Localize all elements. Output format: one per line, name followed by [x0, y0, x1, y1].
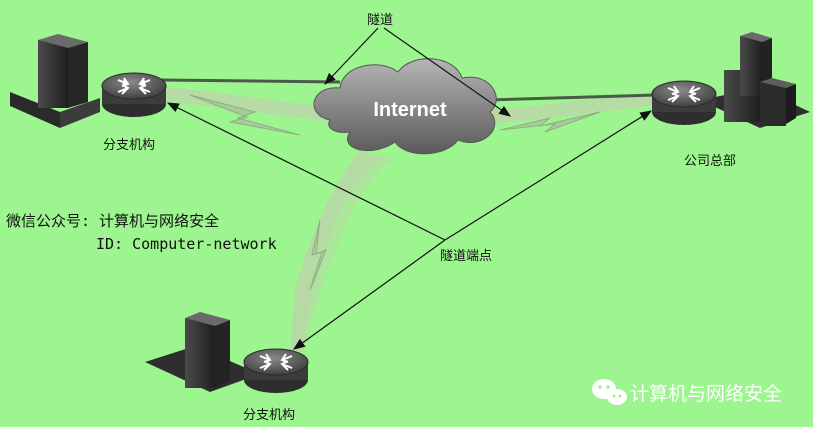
- annotation-arrows: [166, 27, 653, 350]
- lightning-bolts: [189, 94, 601, 291]
- branch-bottom-label: 分支机构: [243, 408, 296, 423]
- router-branch-bottom-icon: [243, 348, 309, 393]
- router-hq-icon: [651, 80, 717, 125]
- branch-top-label: 分支机构: [103, 138, 156, 153]
- branch-bottom-building-icon: [145, 312, 260, 392]
- internet-label: Internet: [373, 99, 447, 121]
- tunnel-label: 隧道: [367, 13, 394, 28]
- tunnel-bands: [160, 86, 660, 352]
- hq-building-icon: [700, 32, 810, 128]
- branch-top-building-icon: [10, 34, 100, 128]
- tunnel-endpoint-label: 隧道端点: [440, 249, 493, 264]
- watermark-text: 计算机与网络安全: [630, 383, 783, 405]
- tunnel-lines: [159, 78, 656, 102]
- caption-line1: 微信公众号: 计算机与网络安全: [6, 212, 220, 230]
- internet-cloud: [313, 58, 497, 155]
- hq-label: 公司总部: [684, 154, 737, 169]
- wechat-icon: [592, 379, 627, 405]
- router-branch-top-icon: [101, 72, 167, 117]
- caption-line2: ID: Computer-network: [96, 235, 277, 253]
